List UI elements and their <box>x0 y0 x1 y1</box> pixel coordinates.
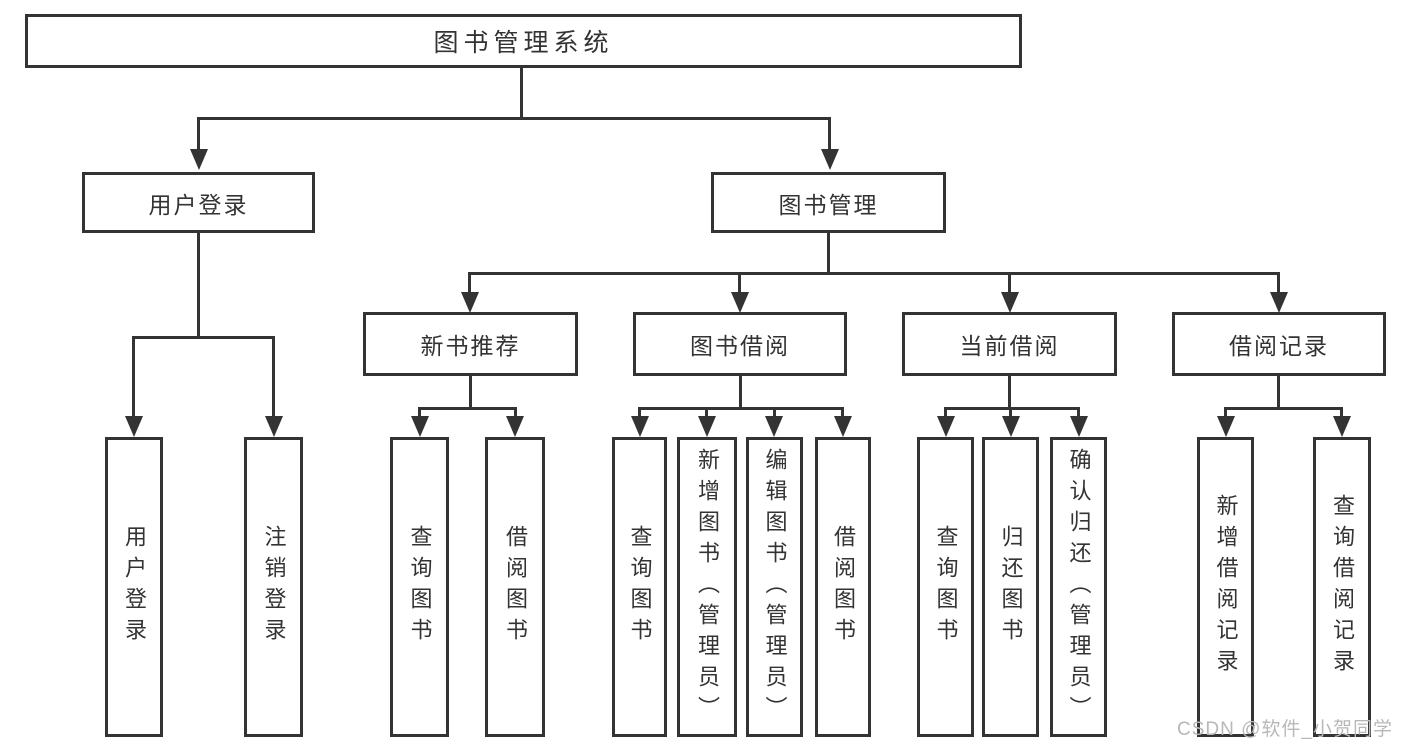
node-cb-return-books: 归还图书 <box>982 437 1039 737</box>
connector-hline <box>638 407 844 410</box>
node-bb-query-books: 查询图书 <box>612 437 667 737</box>
arrowhead-down <box>631 416 649 437</box>
node-label: 归还图书 <box>998 525 1024 649</box>
arrowhead-down <box>190 149 208 170</box>
node-user-login: 用户登录 <box>82 172 315 233</box>
arrowhead-down <box>1270 292 1288 313</box>
connector-vline <box>738 272 741 292</box>
arrowhead-down <box>1002 416 1020 437</box>
node-cb-confirm-return-admin: 确认归还（管理员） <box>1050 437 1107 737</box>
connector-hline <box>944 407 1080 410</box>
node-bb-edit-books-admin: 编辑图书（管理员） <box>746 437 803 737</box>
connector-vline <box>272 336 275 416</box>
arrowhead-down <box>698 416 716 437</box>
connector-vline <box>132 336 135 416</box>
node-bb-add-books-admin: 新增图书（管理员） <box>677 437 737 737</box>
node-label: 新书推荐 <box>420 333 521 359</box>
connector-vline <box>638 407 641 417</box>
arrowhead-down <box>125 416 143 437</box>
arrowhead-down <box>1070 416 1088 437</box>
connector-vline <box>469 376 472 407</box>
node-br-add-record: 新增借阅记录 <box>1197 437 1254 737</box>
connector-vline <box>705 407 708 417</box>
node-label: 查询图书 <box>933 525 959 649</box>
node-label: 用户登录 <box>148 191 249 218</box>
node-label: 图书借阅 <box>690 333 790 359</box>
arrowhead-down <box>461 292 479 313</box>
arrowhead-down <box>506 416 524 437</box>
node-borrow-records: 借阅记录 <box>1172 312 1386 376</box>
node-label: 图书管理系统 <box>433 29 614 57</box>
arrowhead-down <box>765 416 783 437</box>
arrowhead-down <box>1333 416 1351 437</box>
connector-vline <box>1008 272 1011 292</box>
connector-vline <box>1224 407 1227 417</box>
node-label: 借阅图书 <box>503 525 528 649</box>
connector-hline <box>1224 407 1342 410</box>
arrowhead-down <box>937 416 955 437</box>
connector-vline <box>841 407 844 417</box>
arrowhead-down <box>834 416 852 437</box>
connector-vline <box>827 233 830 272</box>
node-label: 借阅记录 <box>1229 333 1329 359</box>
node-label: 查询图书 <box>407 525 433 649</box>
connector-vline <box>828 117 831 149</box>
connector-hline <box>468 272 1280 275</box>
node-label: 当前借阅 <box>959 333 1060 359</box>
node-label: 借阅图书 <box>831 525 856 649</box>
connector-vline <box>418 407 421 417</box>
node-br-query-record: 查询借阅记录 <box>1313 437 1371 737</box>
watermark-text: CSDN @软件_小贺同学 <box>1177 719 1393 740</box>
connector-vline <box>197 233 200 336</box>
arrowhead-down <box>1217 416 1235 437</box>
node-label: 注销登录 <box>261 525 287 649</box>
connector-hline <box>133 336 275 339</box>
node-label: 确认归还（管理员） <box>1066 447 1092 727</box>
node-logout: 注销登录 <box>244 437 303 737</box>
connector-hline <box>197 117 831 120</box>
connector-vline <box>520 68 523 117</box>
node-library-system: 图书管理系统 <box>25 14 1022 68</box>
node-label: 查询借阅记录 <box>1330 494 1355 680</box>
node-label: 编辑图书（管理员） <box>762 447 788 727</box>
connector-vline <box>773 407 776 417</box>
node-nbr-borrow-books: 借阅图书 <box>485 437 545 737</box>
connector-vline <box>944 407 947 417</box>
node-nbr-query-books: 查询图书 <box>390 437 449 737</box>
node-book-management: 图书管理 <box>711 172 946 233</box>
connector-hline <box>418 407 517 410</box>
node-label: 用户登录 <box>122 525 147 649</box>
node-current-borrow: 当前借阅 <box>902 312 1117 376</box>
node-label: 新增借阅记录 <box>1213 494 1239 680</box>
node-new-book-recommend: 新书推荐 <box>363 312 578 376</box>
connector-vline <box>1340 407 1343 417</box>
connector-vline <box>197 117 200 149</box>
arrowhead-down <box>821 149 839 170</box>
arrowhead-down <box>411 416 429 437</box>
node-label: 新增图书（管理员） <box>695 447 720 727</box>
node-login: 用户登录 <box>105 437 163 737</box>
arrowhead-down <box>1001 292 1019 313</box>
connector-vline <box>514 407 517 417</box>
node-cb-query-books: 查询图书 <box>917 437 974 737</box>
node-book-borrow: 图书借阅 <box>633 312 847 376</box>
connector-vline <box>468 272 471 292</box>
node-label: 查询图书 <box>627 525 653 649</box>
arrowhead-down <box>731 292 749 313</box>
arrowhead-down <box>265 416 283 437</box>
connector-vline <box>1077 407 1080 417</box>
connector-vline <box>739 376 742 407</box>
node-bb-borrow-books: 借阅图书 <box>815 437 871 737</box>
connector-vline <box>1277 376 1280 407</box>
connector-vline <box>1277 272 1280 292</box>
node-label: 图书管理 <box>778 191 879 218</box>
connector-vline <box>1008 376 1011 408</box>
connector-vline <box>1009 407 1012 417</box>
